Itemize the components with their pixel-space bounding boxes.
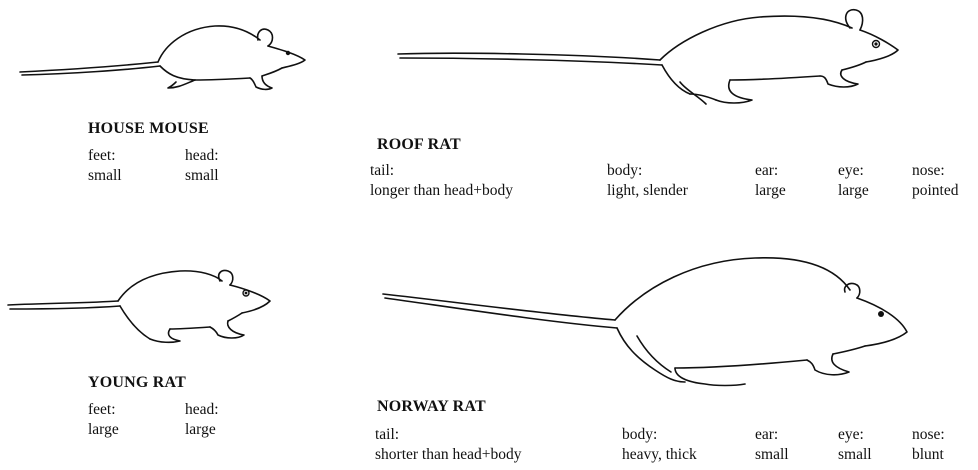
trait-label: body: [607, 161, 688, 181]
trait-label: head: [185, 400, 219, 420]
trait-label: eye: [838, 425, 872, 445]
trait-label: nose: [912, 161, 959, 181]
young-rat-trait-head: head: large [185, 400, 219, 440]
norway-rat-title: NORWAY RAT [377, 398, 486, 416]
house-mouse-illustration [0, 0, 320, 105]
roof-rat-trait-tail: tail: longer than head+body [370, 161, 513, 201]
trait-value: heavy, thick [622, 445, 697, 465]
roof-rat-illustration [380, 0, 940, 115]
roof-rat-trait-ear: ear: large [755, 161, 786, 201]
trait-value: large [88, 420, 119, 440]
house-mouse-trait-feet: feet: small [88, 146, 122, 186]
norway-rat-trait-ear: ear: small [755, 425, 789, 465]
trait-label: eye: [838, 161, 869, 181]
trait-value: longer than head+body [370, 181, 513, 201]
trait-label: body: [622, 425, 697, 445]
trait-label: feet: [88, 146, 122, 166]
trait-label: feet: [88, 400, 119, 420]
trait-value: large [755, 181, 786, 201]
roof-rat-title: ROOF RAT [377, 136, 461, 154]
trait-value: large [185, 420, 219, 440]
trait-value: pointed [912, 181, 959, 201]
young-rat-title: YOUNG RAT [88, 374, 186, 392]
trait-value: small [88, 166, 122, 186]
norway-rat-trait-eye: eye: small [838, 425, 872, 465]
roof-rat-trait-nose: nose: pointed [912, 161, 959, 201]
trait-value: small [185, 166, 219, 186]
trait-label: ear: [755, 161, 786, 181]
norway-rat-trait-tail: tail: shorter than head+body [375, 425, 521, 465]
roof-rat-trait-body: body: light, slender [607, 161, 688, 201]
norway-rat-trait-nose: nose: blunt [912, 425, 945, 465]
trait-value: blunt [912, 445, 945, 465]
trait-label: ear: [755, 425, 789, 445]
trait-label: head: [185, 146, 219, 166]
trait-value: light, slender [607, 181, 688, 201]
trait-value: large [838, 181, 869, 201]
trait-label: tail: [370, 161, 513, 181]
trait-value: small [838, 445, 872, 465]
norway-rat-trait-body: body: heavy, thick [622, 425, 697, 465]
house-mouse-title: HOUSE MOUSE [88, 120, 209, 138]
young-rat-illustration [0, 255, 300, 355]
roof-rat-trait-eye: eye: large [838, 161, 869, 201]
trait-label: nose: [912, 425, 945, 445]
trait-label: tail: [375, 425, 521, 445]
trait-value: small [755, 445, 789, 465]
young-rat-trait-feet: feet: large [88, 400, 119, 440]
house-mouse-trait-head: head: small [185, 146, 219, 186]
norway-rat-illustration [375, 250, 930, 400]
trait-value: shorter than head+body [375, 445, 521, 465]
